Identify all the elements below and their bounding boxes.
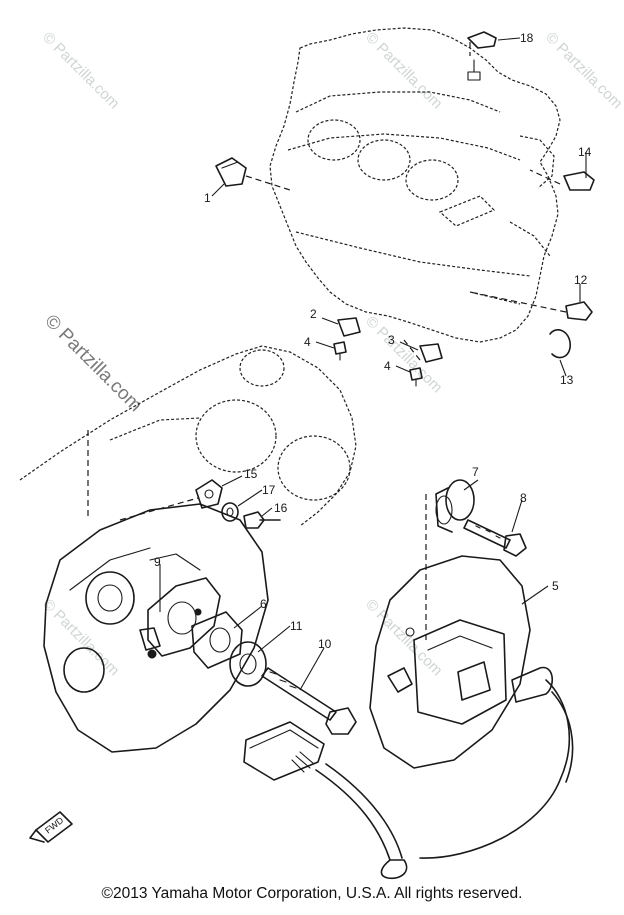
- watermark: © Partzilla.com: [542, 29, 624, 112]
- part-8-bolt: [463, 519, 527, 557]
- callout-16: 16: [274, 501, 288, 515]
- callout-8: 8: [520, 491, 527, 505]
- part-10-bolt: [261, 667, 357, 735]
- base-plate: [43, 430, 269, 753]
- callout-2: 2: [310, 307, 317, 321]
- callout-14: 14: [578, 145, 592, 159]
- callouts: 1 2 3 4 4 5 6 7 8 9 10 11 12 13 14 15 16…: [154, 31, 592, 651]
- callout-15: 15: [244, 467, 258, 481]
- part-7-bushing: [435, 479, 475, 533]
- part-5-stator: [369, 494, 574, 859]
- part-15-plate: [195, 479, 223, 509]
- part-16-screw: [243, 511, 281, 529]
- callout-4a: 4: [304, 335, 311, 349]
- callout-11: 11: [290, 619, 303, 633]
- callout-9: 9: [154, 555, 161, 569]
- callout-4b: 4: [384, 359, 391, 373]
- callout-6: 6: [260, 597, 267, 611]
- part-11-washer: [229, 641, 267, 687]
- watermark: © Partzilla.com: [362, 313, 445, 396]
- part-4-screw-a: [333, 341, 347, 361]
- leader-lines: [159, 37, 587, 691]
- front-marker-label: FWD: [43, 815, 66, 836]
- part-18-clip: [467, 31, 497, 81]
- connector-and-harness: [243, 721, 408, 880]
- callout-13: 13: [560, 373, 574, 387]
- callout-5: 5: [552, 579, 559, 593]
- part-6-advancer: [191, 611, 243, 669]
- part-9-rotor: [139, 577, 221, 659]
- part-4-screw-b: [409, 367, 423, 387]
- part-1-bracket: [215, 157, 247, 187]
- part-12-clip: [565, 301, 593, 321]
- part-13-clamp: [549, 329, 571, 359]
- assembly-lines: [245, 42, 567, 361]
- watermark-large: © Partzilla.com: [40, 311, 145, 416]
- callout-7: 7: [472, 465, 479, 479]
- part-14-clip: [563, 171, 595, 191]
- crankcase-cover-outline: [19, 345, 357, 527]
- callout-1: 1: [204, 191, 211, 205]
- part-2-bracket: [337, 317, 361, 337]
- watermark: © Partzilla.com: [362, 29, 445, 112]
- copyright-notice: ©2013 Yamaha Motor Corporation, U.S.A. A…: [101, 885, 523, 902]
- callout-3: 3: [388, 333, 395, 347]
- callout-17: 17: [262, 483, 276, 497]
- front-direction-marker: FWD: [29, 811, 73, 843]
- watermarks: © Partzilla.com © Partzilla.com © Partzi…: [39, 29, 624, 679]
- callout-18: 18: [520, 31, 534, 45]
- part-3-bracket: [419, 343, 443, 363]
- engine-block-outline: [269, 27, 561, 343]
- callout-10: 10: [318, 637, 332, 651]
- part-17-washer: [221, 502, 239, 522]
- watermark: © Partzilla.com: [39, 596, 122, 679]
- callout-12: 12: [574, 273, 588, 287]
- watermark: © Partzilla.com: [39, 29, 122, 112]
